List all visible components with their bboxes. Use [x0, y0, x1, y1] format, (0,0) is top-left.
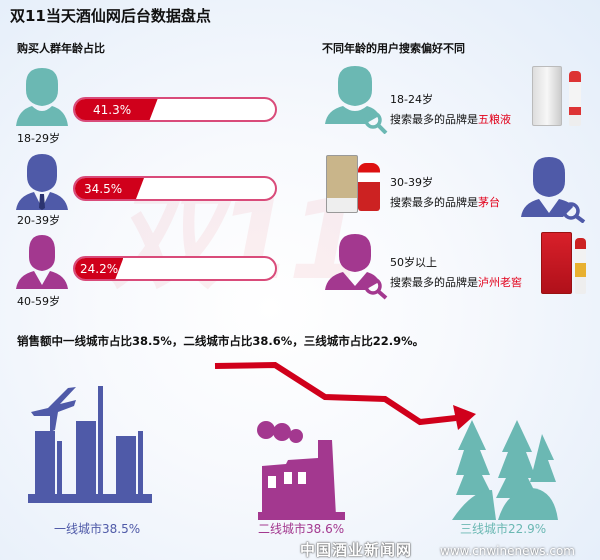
search-age: 18-24岁	[390, 93, 433, 106]
search-age: 50岁以上	[390, 256, 437, 269]
watermark-url: www.cnwinenews.com	[440, 544, 575, 558]
age-section-heading: 购买人群年龄占比	[17, 42, 105, 55]
page-title: 双11当天酒仙网后台数据盘点	[10, 7, 211, 25]
person-elder-icon	[16, 235, 68, 289]
age-label: 40-59岁	[17, 295, 60, 308]
percent-bar-20-39: 34.5%	[73, 176, 277, 201]
search-brand-line: 搜索最多的品牌是泸州老窖	[390, 276, 522, 289]
age-label: 20-39岁	[17, 214, 60, 227]
person-casual-icon	[16, 68, 68, 126]
brand-name: 五粮液	[478, 113, 511, 126]
tier1-city-label: 一线城市38.5%	[54, 522, 141, 536]
person-suit-search-icon	[521, 157, 586, 223]
down-trend-arrow-icon	[214, 361, 476, 430]
brand-name: 茅台	[478, 196, 500, 209]
percent-label: 34.5%	[84, 181, 123, 196]
tier1-city-icon	[28, 386, 152, 503]
wuliangye-product-image	[532, 63, 585, 129]
background-double11-text: 双11	[110, 176, 365, 304]
search-brand-line: 搜索最多的品牌是五粮液	[390, 113, 511, 126]
sales-sentence: 销售额中一线城市占比38.5%，二线城市占比38.6%，三线城市占比22.9%。	[17, 334, 425, 348]
percent-label: 41.3%	[93, 102, 132, 117]
percent-bar-18-29: 41.3%	[73, 97, 277, 122]
person-elder-search-icon	[325, 234, 388, 300]
age-label: 18-29岁	[17, 132, 60, 145]
brand-name: 泸州老窖	[478, 276, 522, 289]
search-brand-line: 搜索最多的品牌是茅台	[390, 196, 500, 209]
tier2-factory-icon	[257, 421, 345, 520]
watermark-name: 中国酒业新闻网	[300, 541, 413, 559]
moutai-product-image	[326, 155, 382, 215]
tier2-city-label: 二线城市38.6%	[258, 522, 345, 536]
search-section-heading: 不同年龄的用户搜索偏好不同	[322, 42, 465, 55]
luzhou-laojiao-product-image	[541, 232, 589, 296]
person-search-icon	[325, 66, 388, 134]
percent-label: 24.2%	[80, 261, 119, 276]
person-suit-icon	[16, 154, 68, 210]
search-age: 30-39岁	[390, 176, 433, 189]
percent-bar-40-59: 24.2%	[73, 256, 277, 281]
tier3-trees-icon	[452, 420, 558, 520]
tier3-city-label: 三线城市22.9%	[460, 522, 547, 536]
